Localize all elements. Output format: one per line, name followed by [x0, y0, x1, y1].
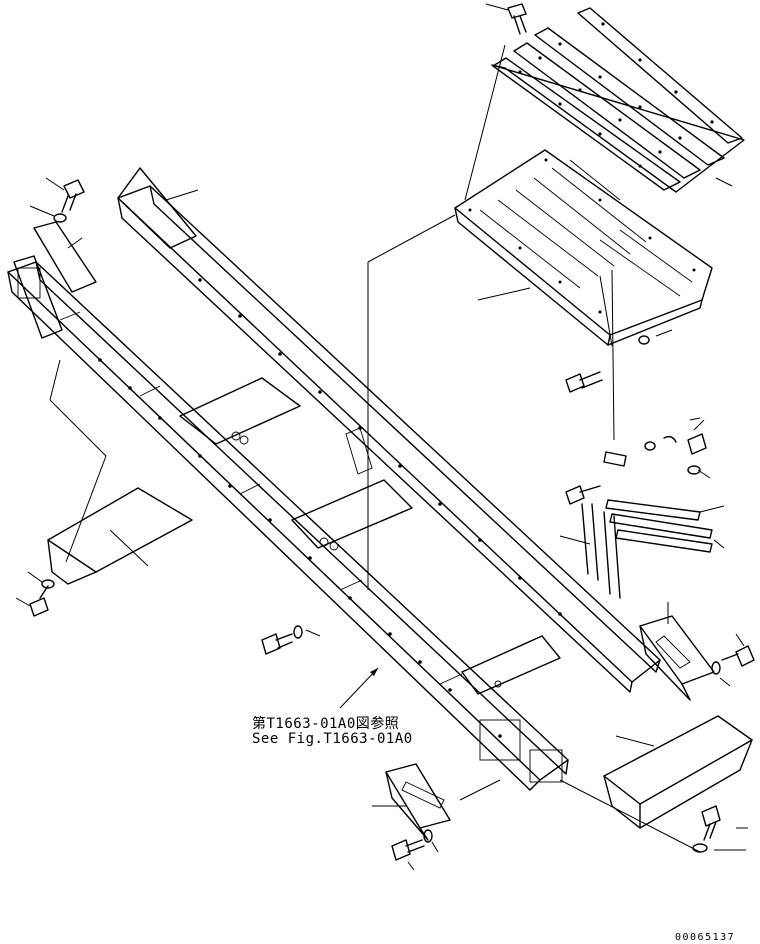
main-frame-left-rail	[7, 261, 569, 791]
bracket-right	[639, 602, 755, 701]
lower-right-cover	[559, 715, 753, 853]
step-plate	[367, 44, 733, 590]
rubber-strip-set	[491, 7, 745, 193]
bolt-lower-center	[391, 829, 439, 871]
reference-arrow	[339, 667, 379, 709]
fastener-cluster-right	[559, 269, 725, 599]
drawing-number: 00065137	[675, 932, 736, 943]
bolt-top	[485, 3, 527, 35]
right-upper-cover	[117, 167, 199, 249]
bolt-lower-left	[15, 571, 55, 617]
left-lower-cover	[47, 359, 193, 585]
bolt-upper-left	[29, 177, 85, 223]
bolt-lower-right	[692, 805, 748, 853]
reference-note-japanese: 第T1663-01A0図参照	[252, 716, 400, 732]
bracket-lower-center	[372, 763, 501, 841]
cross-members	[179, 377, 561, 695]
reference-note-english: See Fig.T1663-01A0	[252, 731, 413, 747]
left-upper-cover	[13, 221, 97, 339]
bolt-center	[261, 625, 321, 655]
main-frame-right-rail	[117, 185, 661, 693]
